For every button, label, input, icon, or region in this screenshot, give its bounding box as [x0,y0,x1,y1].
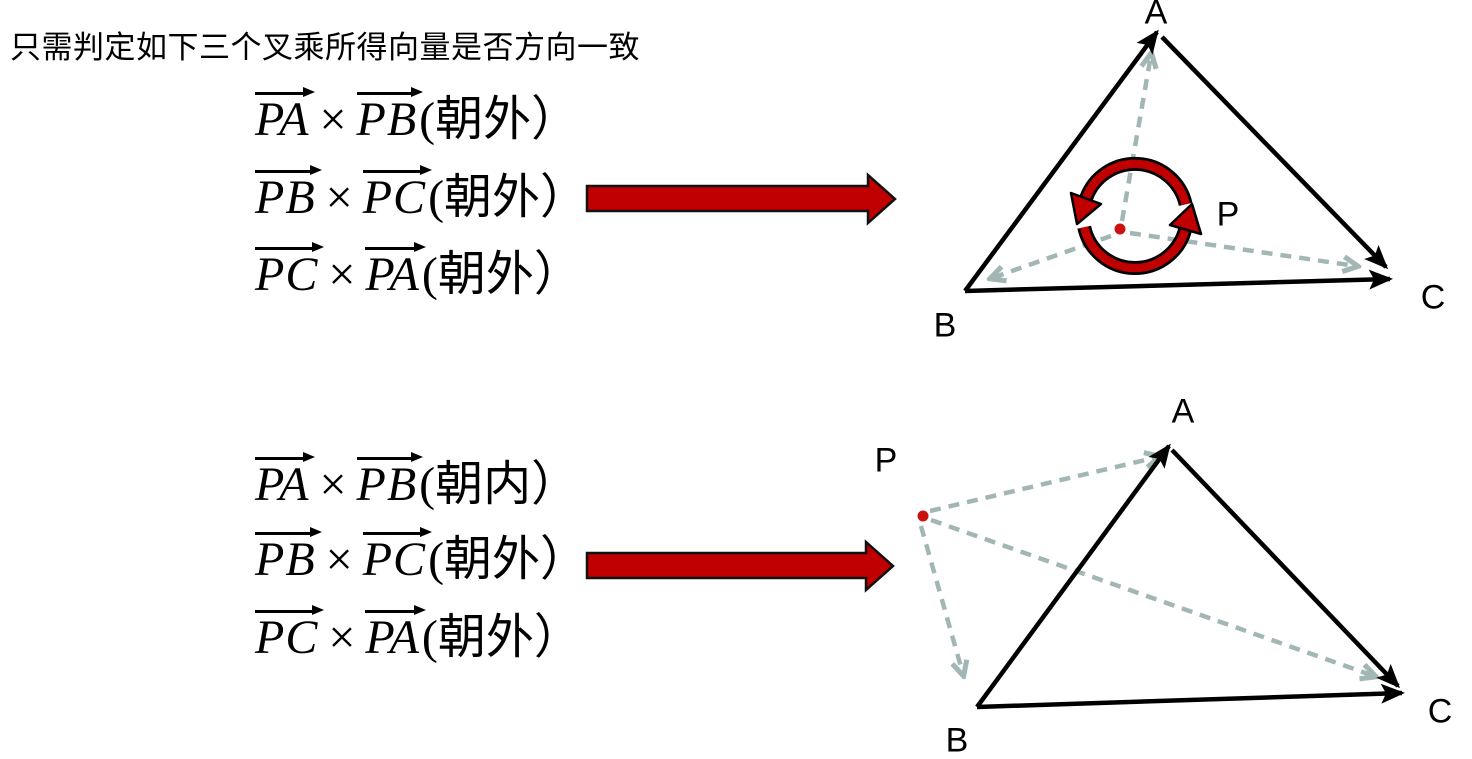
point-p-dot [1114,223,1126,235]
triangle-outside-group [917,443,1405,710]
vertex-label-b: B [933,306,957,345]
dashed-vector-pc [1129,230,1356,266]
vector-term: PC [255,242,325,301]
direction-note: (朝外） [428,533,589,586]
triangle-edge-bc [976,683,1405,710]
vector-term: PA [255,87,316,146]
direction-note: (朝外） [419,93,580,146]
red-flow-arrow-top [585,172,897,226]
dashed-vector-pa [1119,55,1151,222]
dashed-vector-pc [930,517,1374,676]
vertex-label-a: A [1144,0,1168,32]
formula-line: PC×PA(朝外） [255,242,582,301]
vector-term: PA [365,605,427,664]
vector-term: PB [356,87,423,146]
direction-note: (朝外） [421,248,582,301]
vector-term: PC [362,165,433,224]
vector-term: PB [255,527,322,586]
vector-term: PB [356,452,423,511]
ccw-rotation-arrow-top [1069,156,1193,226]
vertex-label-c: C [1427,692,1453,731]
vector-term: PA [365,242,427,301]
triangle-inside-group [963,29,1393,294]
formula-line: PC×PA(朝外） [255,605,582,664]
ccw-rotation-arrow-bottom [1077,202,1203,275]
vector-term: PA [255,452,316,511]
point-label-p: P [1216,195,1240,234]
cross-operator: × [325,171,353,224]
dashed-vector-pa [929,457,1158,514]
point-p-dot [917,510,929,522]
vertex-label-a: A [1171,392,1195,431]
triangle-edge-ba [975,443,1171,709]
formula-line: PB×PC(朝外） [255,527,589,586]
triangle-edge-ac [1170,448,1401,689]
red-flow-arrow-bottom [585,539,895,593]
cross-operator: × [325,533,353,586]
vertex-label-b: B [945,721,969,759]
direction-note: (朝外） [428,171,589,224]
formula-line: PA×PB(朝外） [255,87,580,146]
formula-line: PA×PB(朝内） [255,452,580,511]
triangle-edge-bc [964,269,1393,294]
page-title: 只需判定如下三个叉乘所得向量是否方向一致 [10,30,640,65]
dashed-vector-pb [918,525,963,674]
vector-term: PB [255,165,322,224]
vector-term: PC [362,527,433,586]
triangle-edge-ba [963,29,1159,293]
vertex-label-c: C [1420,278,1446,317]
vector-term: PC [255,605,325,664]
cross-operator: × [319,93,347,146]
cross-operator: × [328,248,356,301]
direction-note: (朝内） [419,458,580,511]
cross-operator: × [328,611,356,664]
direction-note: (朝外） [421,611,582,664]
point-label-p: P [874,441,898,480]
cross-operator: × [319,458,347,511]
formula-line: PB×PC(朝外） [255,165,589,224]
triangle-edge-ac [1160,35,1389,270]
